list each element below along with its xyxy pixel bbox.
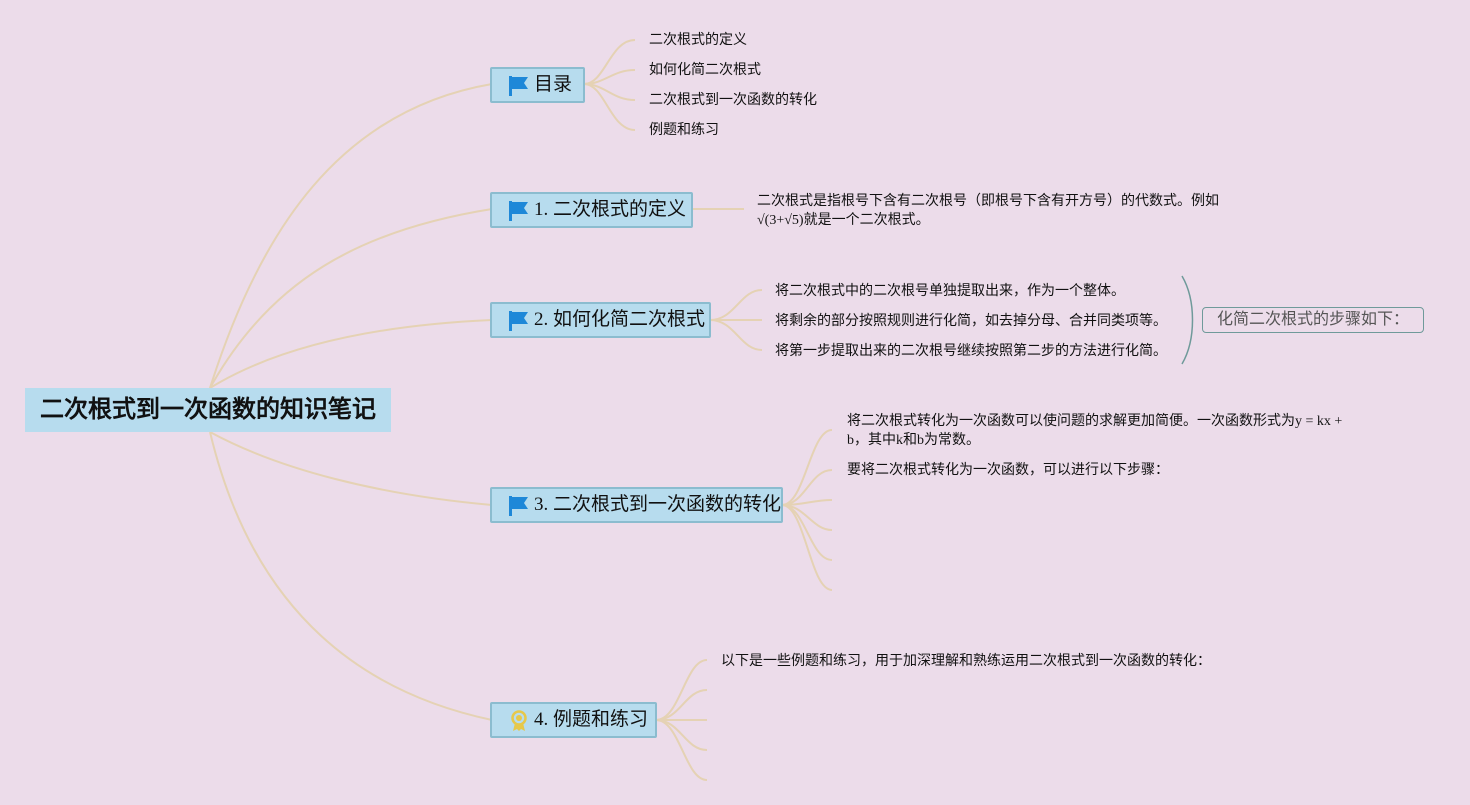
simplify-step[interactable]: 将第一步提取出来的二次根号继续按照第二步的方法进行化简。 bbox=[775, 344, 1167, 359]
simplify-step[interactable]: 将剩余的部分按照规则进行化简，如去掉分母、合并同类项等。 bbox=[775, 314, 1167, 329]
toc-item[interactable]: 例题和练习 bbox=[649, 123, 719, 138]
toc-item[interactable]: 二次根式的定义 bbox=[649, 33, 747, 48]
flag-icon bbox=[509, 311, 528, 331]
topic-conversion[interactable]: 3. 二次根式到一次函数的转化 bbox=[490, 487, 783, 523]
flag-icon bbox=[509, 496, 528, 516]
toc-item[interactable]: 二次根式到一次函数的转化 bbox=[649, 93, 817, 108]
topic-examples[interactable]: 4. 例题和练习 bbox=[490, 702, 657, 738]
root-topic[interactable]: 二次根式到一次函数的知识笔记 bbox=[25, 388, 391, 432]
toc-item[interactable]: 如何化简二次根式 bbox=[649, 63, 761, 78]
topic-label: 目录 bbox=[534, 74, 573, 95]
award-icon bbox=[511, 710, 527, 731]
topic-definition[interactable]: 1. 二次根式的定义 bbox=[490, 192, 693, 228]
conversion-note[interactable]: 将二次根式转化为一次函数可以使问题的求解更加简便。一次函数形式为y = kx +… bbox=[847, 414, 1343, 448]
flag-icon bbox=[509, 76, 528, 96]
definition-text[interactable]: 二次根式是指根号下含有二次根号（即根号下含有开方号）的代数式。例如√(3+√5)… bbox=[757, 194, 1219, 228]
topic-label: 1. 二次根式的定义 bbox=[534, 199, 687, 220]
flag-icon bbox=[509, 201, 528, 221]
topic-label: 3. 二次根式到一次函数的转化 bbox=[534, 494, 782, 515]
summary-brace bbox=[1181, 275, 1194, 365]
simplify-step[interactable]: 将二次根式中的二次根号单独提取出来，作为一个整体。 bbox=[775, 284, 1125, 299]
summary-topic[interactable]: 化简二次根式的步骤如下： bbox=[1202, 307, 1424, 333]
topic-label: 2. 如何化简二次根式 bbox=[534, 309, 706, 330]
topic-simplify[interactable]: 2. 如何化简二次根式 bbox=[490, 302, 711, 338]
examples-note[interactable]: 以下是一些例题和练习，用于加深理解和熟练运用二次根式到一次函数的转化： bbox=[721, 654, 1211, 669]
topic-label: 4. 例题和练习 bbox=[534, 709, 649, 730]
topic-toc[interactable]: 目录 bbox=[490, 67, 585, 103]
conversion-note[interactable]: 要将二次根式转化为一次函数，可以进行以下步骤： bbox=[847, 463, 1169, 478]
